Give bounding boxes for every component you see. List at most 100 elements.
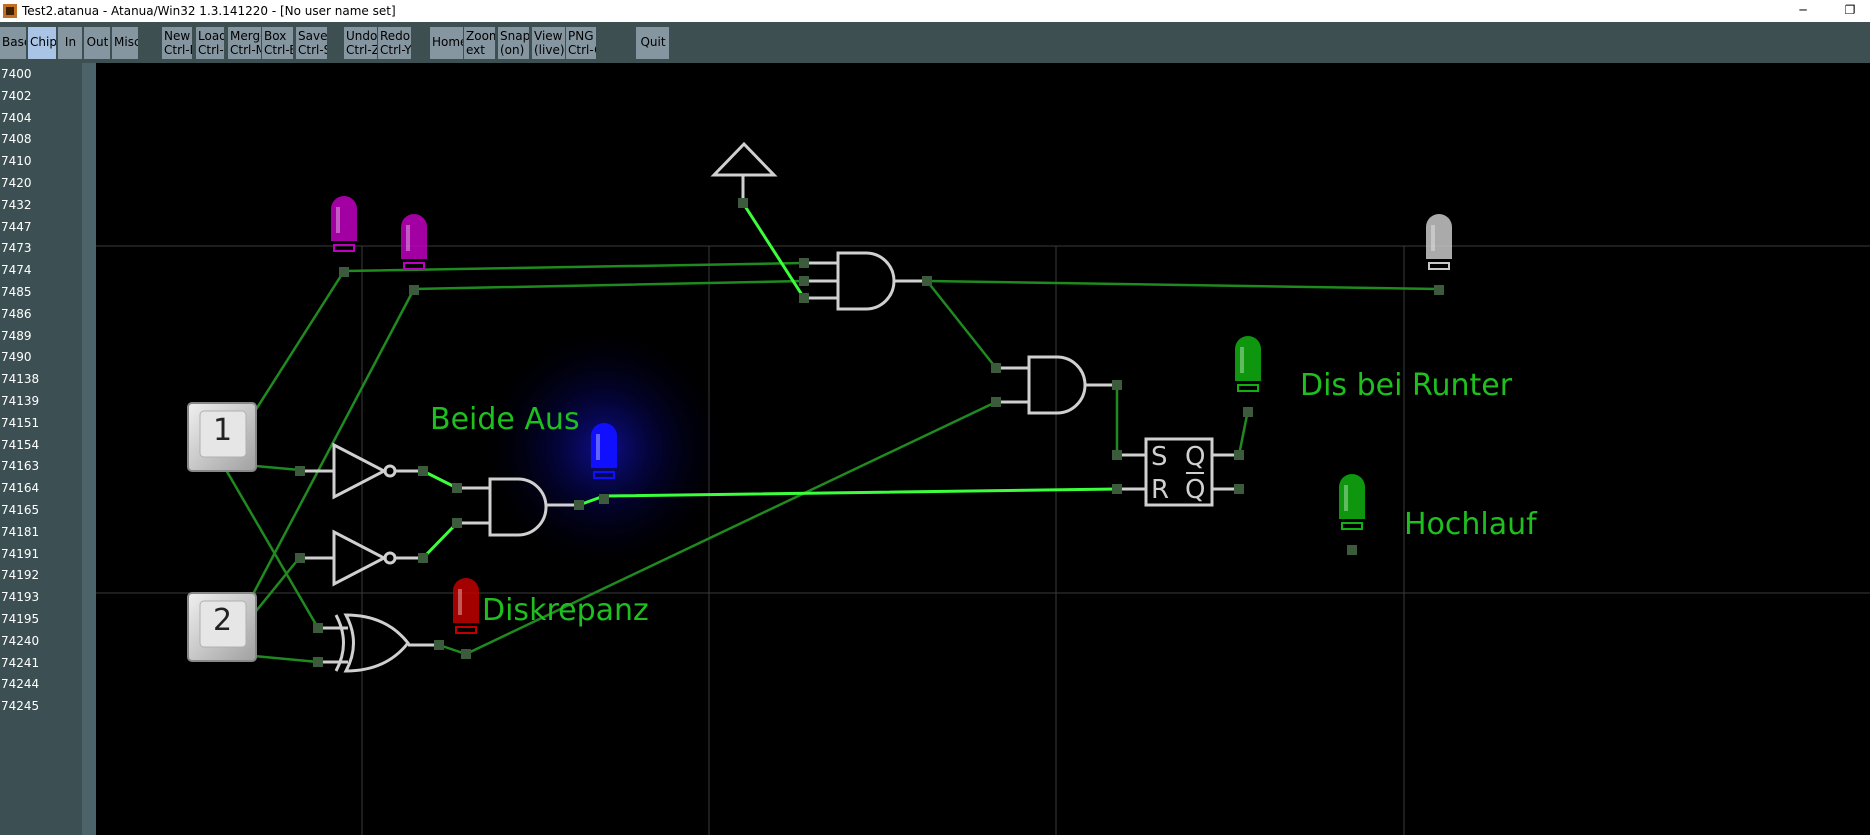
pin[interactable] — [418, 553, 428, 563]
label-diskrepanz: Diskrepanz — [482, 593, 649, 628]
chip-item[interactable]: 7400 — [1, 67, 32, 81]
chip-item[interactable]: 7447 — [1, 219, 32, 234]
chip-item[interactable]: 74241 — [1, 655, 40, 670]
chip-item[interactable]: 74240 — [1, 633, 40, 648]
in-button[interactable]: In — [58, 27, 82, 59]
chip-item[interactable]: 7404 — [1, 110, 32, 125]
flipflop-q-label: Q — [1185, 442, 1205, 472]
led-white — [1426, 214, 1452, 295]
pin[interactable] — [991, 397, 1001, 407]
pin[interactable] — [418, 466, 428, 476]
chip-item[interactable]: 74195 — [1, 612, 40, 626]
and-gate-right[interactable] — [996, 355, 1117, 415]
grid — [96, 245, 1870, 835]
window-title: Test2.atanua - Atanua/Win32 1.3.141220 -… — [22, 4, 396, 18]
key-1[interactable]: 1 — [187, 402, 257, 472]
chip-item[interactable]: 74139 — [1, 394, 40, 408]
chip-item[interactable]: 7432 — [1, 197, 32, 212]
chip-item[interactable]: 7408 — [1, 132, 32, 147]
snap-button[interactable]: Snap (on) — [498, 27, 529, 59]
leds — [331, 196, 1452, 659]
chip-item[interactable]: 74192 — [1, 568, 40, 583]
load-button[interactable]: Load Ctrl-L — [196, 27, 224, 59]
xor-gate[interactable] — [318, 613, 439, 673]
led-magenta-1 — [331, 196, 357, 277]
png-button[interactable]: PNG it Ctrl-G — [566, 27, 596, 59]
pin[interactable] — [738, 198, 748, 208]
led-green-2 — [1339, 474, 1365, 555]
wire — [925, 279, 998, 370]
chip-item[interactable]: 7490 — [1, 350, 32, 365]
pin[interactable] — [295, 466, 305, 476]
pin[interactable] — [1234, 450, 1244, 460]
pin[interactable] — [991, 363, 1001, 373]
circuit-svg[interactable]: S R Q Q 1 2 Beide Aus Diskrepanz Dis bei… — [96, 63, 1870, 835]
undo-button[interactable]: Undo Ctrl-Z — [344, 27, 377, 59]
and-gate-middle[interactable] — [457, 477, 579, 537]
pin[interactable] — [799, 258, 809, 268]
label-hochlauf: Hochlauf — [1404, 507, 1538, 542]
chip-item[interactable]: 7410 — [1, 154, 32, 169]
pin[interactable] — [1112, 380, 1122, 390]
chip-item[interactable]: 7474 — [1, 263, 32, 278]
chip-item[interactable]: 7402 — [1, 88, 32, 103]
redo-button[interactable]: Redo Ctrl-Y — [378, 27, 411, 59]
chip-item[interactable]: 74193 — [1, 590, 40, 605]
merge-button[interactable]: Merge Ctrl-M — [228, 27, 261, 59]
pin[interactable] — [461, 649, 471, 659]
pin[interactable] — [1112, 450, 1122, 460]
chip-item[interactable]: 7489 — [1, 328, 32, 343]
home-button[interactable]: Home — [430, 27, 463, 59]
wire — [1237, 408, 1250, 457]
flipflop-r-label: R — [1151, 475, 1169, 505]
chip-item[interactable]: 74163 — [1, 459, 40, 474]
new-button[interactable]: New Ctrl-N — [162, 27, 192, 59]
chip-item[interactable]: 7486 — [1, 306, 32, 321]
sr-flipflop[interactable]: S R Q Q — [1117, 437, 1239, 507]
led-red — [453, 578, 479, 659]
chip-item[interactable]: 74151 — [1, 415, 40, 430]
pin[interactable] — [313, 657, 323, 667]
pin[interactable] — [313, 623, 323, 633]
chip-item[interactable]: 74154 — [1, 437, 40, 452]
chip-list: 7400 7402 7404 7408 7410 7420 7432 7447 7473 7474… — [0, 63, 82, 835]
restore-button[interactable]: ❐ — [1844, 3, 1856, 17]
pin[interactable] — [295, 553, 305, 563]
chip-item[interactable]: 7473 — [1, 241, 32, 256]
pin[interactable] — [452, 518, 462, 528]
quit-button[interactable]: Quit — [636, 27, 669, 59]
pin[interactable] — [1234, 484, 1244, 494]
chip-item[interactable]: 74244 — [1, 677, 40, 692]
chip-item[interactable]: 74138 — [1, 372, 40, 387]
circuit-canvas[interactable]: S R Q Q 1 2 Beide Aus Diskrepanz Dis bei… — [96, 63, 1870, 835]
chip-item[interactable]: 7420 — [1, 176, 32, 190]
chip-item[interactable]: 74181 — [1, 524, 40, 539]
chip-item[interactable]: 74191 — [1, 546, 40, 561]
pin[interactable] — [922, 276, 932, 286]
chips-button[interactable]: Chips — [28, 27, 56, 59]
chip-item[interactable]: 7485 — [1, 285, 32, 299]
box-button[interactable]: Box Ctrl-B — [262, 27, 293, 59]
pin[interactable] — [452, 483, 462, 493]
base-button[interactable]: Base — [0, 27, 26, 59]
pin[interactable] — [1112, 484, 1122, 494]
save-button[interactable]: Save Ctrl-S — [296, 27, 327, 59]
key-2[interactable]: 2 — [187, 592, 257, 662]
input-triangle[interactable] — [710, 141, 778, 203]
misc-button[interactable]: Misc — [112, 27, 138, 59]
chip-item[interactable]: 74245 — [1, 699, 40, 714]
pin[interactable] — [799, 293, 809, 303]
minimize-button[interactable]: ─ — [1799, 3, 1807, 17]
view-button[interactable]: View (live) — [532, 27, 565, 59]
sidebar-scrollbar[interactable] — [82, 63, 96, 835]
chip-item[interactable]: 74164 — [1, 481, 40, 496]
wire-active — [421, 469, 459, 490]
pin[interactable] — [574, 500, 584, 510]
chip-item[interactable]: 74165 — [1, 503, 40, 517]
pin[interactable] — [434, 640, 444, 650]
and-gate-3in[interactable] — [804, 251, 927, 311]
pin[interactable] — [799, 276, 809, 286]
wire-active — [741, 201, 806, 300]
zoom-button[interactable]: Zoom ext — [464, 27, 495, 59]
out-button[interactable]: Out — [84, 27, 110, 59]
